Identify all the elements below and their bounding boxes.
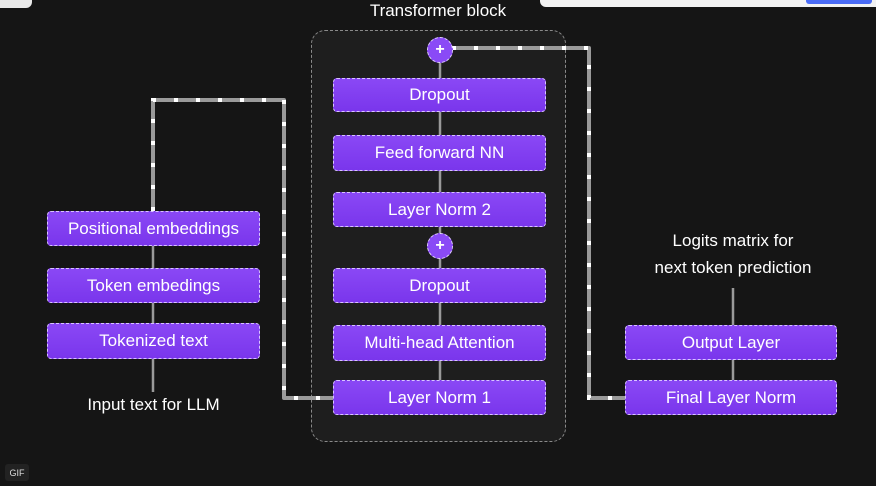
logits-caption-line1: Logits matrix for (672, 231, 794, 250)
tokenized-text-box: Tokenized text (47, 323, 260, 359)
residual-add-middle: + (427, 233, 453, 259)
layer-norm-2-box: Layer Norm 2 (333, 192, 546, 227)
final-layer-norm-box: Final Layer Norm (625, 380, 837, 415)
feed-forward-box: Feed forward NN (333, 135, 546, 171)
window-chrome-left (0, 0, 32, 8)
window-chrome-right (540, 0, 876, 7)
residual-embeddings-dashes (151, 98, 333, 400)
residual-final-dashes (452, 46, 625, 400)
dropout-top-box: Dropout (333, 78, 546, 112)
gif-badge: GIF (5, 464, 29, 481)
diagram-title: Transformer block (369, 1, 507, 20)
positional-embeddings-box: Positional embeddings (47, 211, 260, 246)
dropout-box: Dropout (333, 268, 546, 303)
logits-caption-line2: next token prediction (654, 258, 812, 277)
layer-norm-1-box: Layer Norm 1 (333, 380, 546, 415)
token-embeddings-box: Token embedings (47, 268, 260, 303)
input-caption: Input text for LLM (87, 395, 220, 414)
output-layer-box: Output Layer (625, 325, 837, 360)
chrome-button[interactable] (806, 0, 872, 4)
multi-head-attention-box: Multi-head Attention (333, 325, 546, 361)
residual-add-top: + (427, 37, 453, 63)
